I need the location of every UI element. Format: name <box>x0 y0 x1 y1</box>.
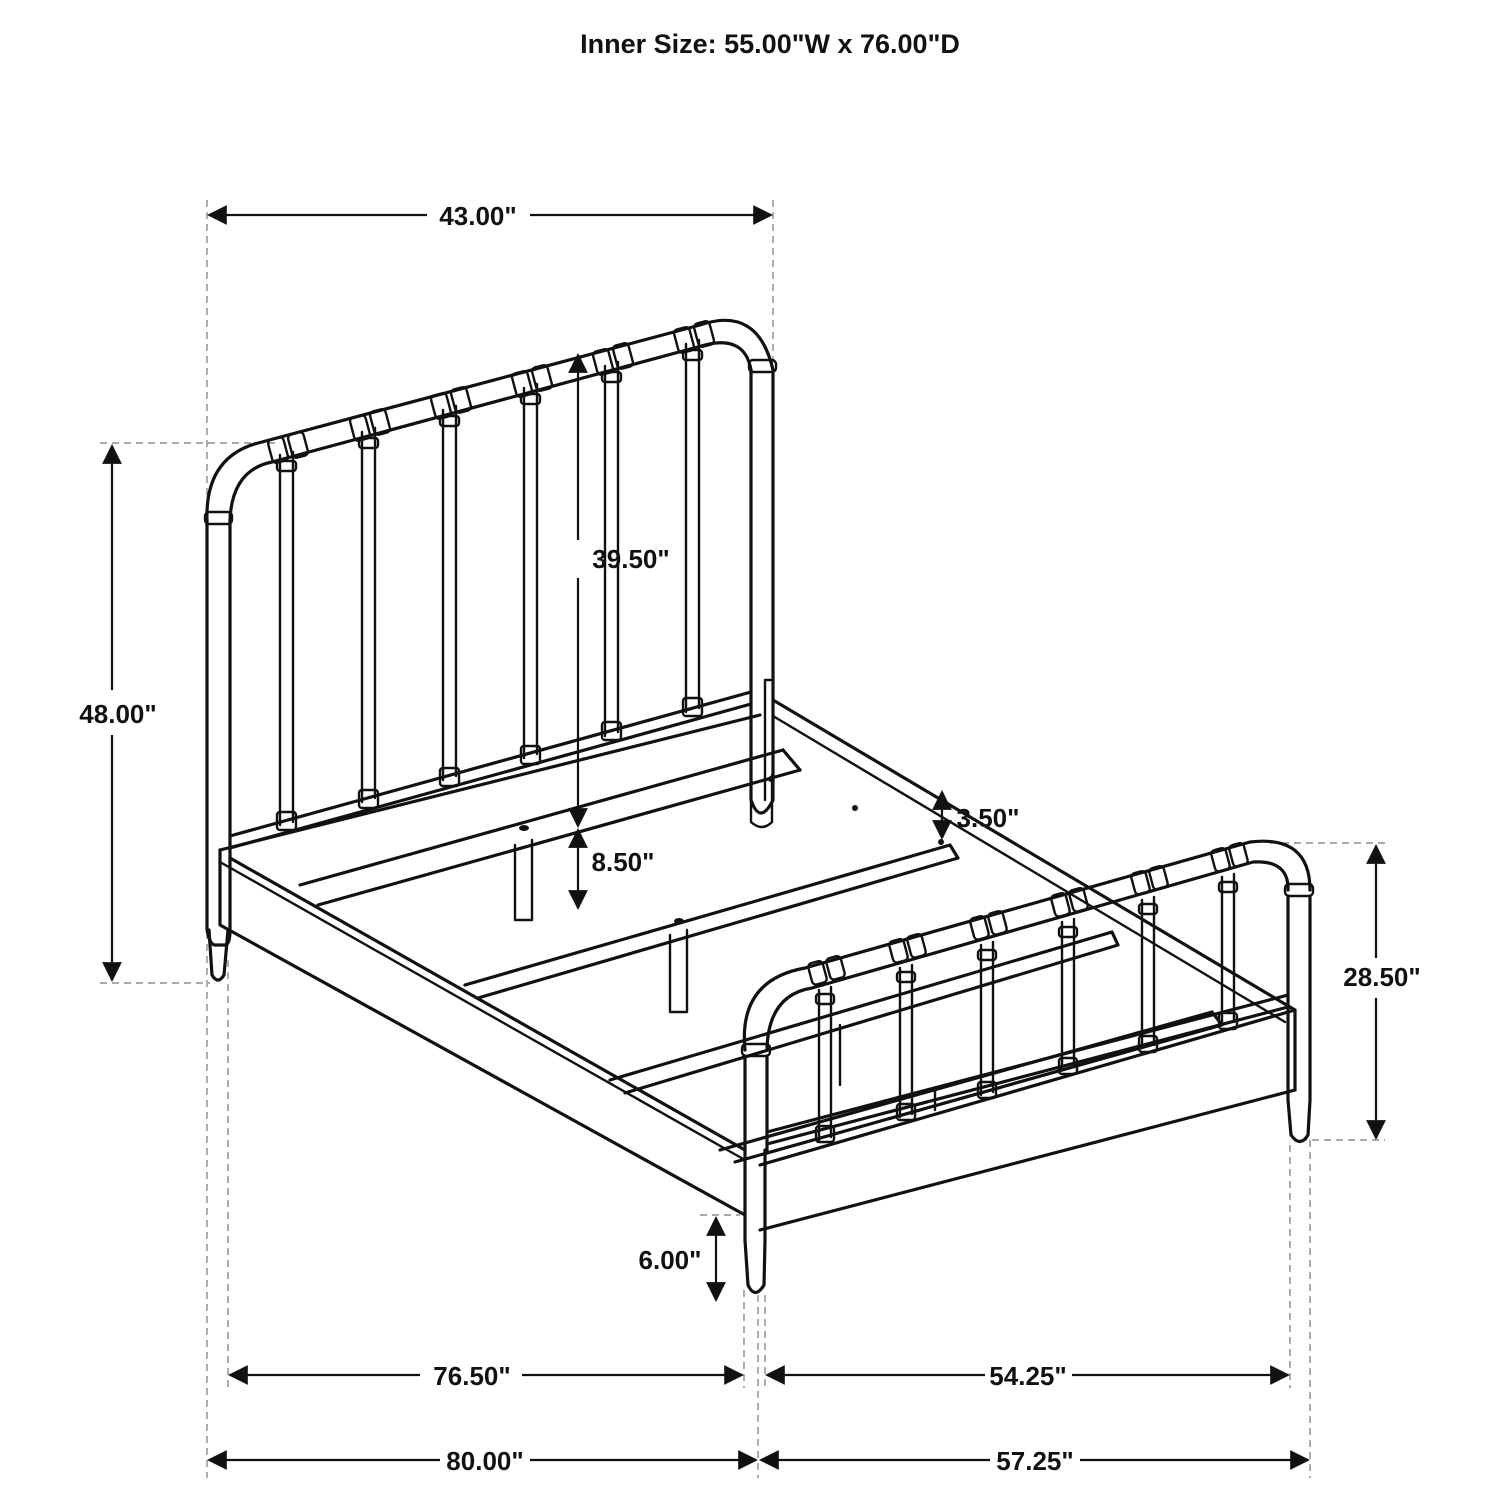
label-inner-length: 76.50" <box>433 1361 510 1391</box>
label-rail-clearance: 8.50" <box>592 847 655 877</box>
label-headboard-panel-height: 39.50" <box>592 544 669 574</box>
title: Inner Size: 55.00"W x 76.00"D <box>580 29 960 59</box>
dimension-lines <box>102 205 1386 1470</box>
bed-drawing <box>203 318 1315 1295</box>
label-inner-width: 54.25" <box>989 1361 1066 1391</box>
label-overall-length: 80.00" <box>446 1446 523 1476</box>
label-leg-height: 6.00" <box>639 1245 702 1275</box>
label-footboard-height: 28.50" <box>1343 962 1420 992</box>
label-headboard-height: 48.00" <box>79 699 156 729</box>
footboard <box>740 839 1315 1152</box>
label-slat-height: 3.50" <box>957 803 1020 833</box>
dimension-labels: 43.00" 48.00" 39.50" 8.50" 3.50" 28.50" … <box>79 201 1420 1476</box>
label-overall-width: 57.25" <box>996 1446 1073 1476</box>
label-headboard-width: 43.00" <box>439 201 516 231</box>
headboard <box>203 318 778 982</box>
extension-guides <box>100 200 1385 1478</box>
